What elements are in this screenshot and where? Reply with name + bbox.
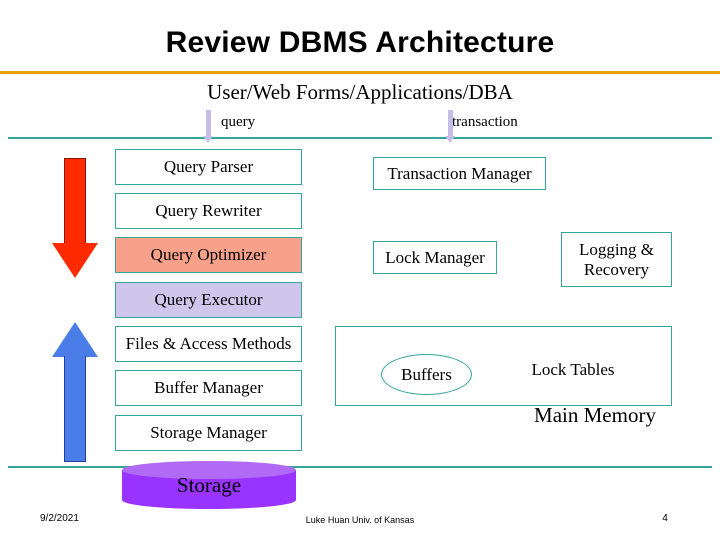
storage-cylinder: Storage — [122, 461, 296, 509]
query-path-down-arrow-icon — [52, 158, 98, 278]
query-flow-label: query — [221, 114, 256, 130]
box-transaction-manager: Transaction Manager — [373, 157, 546, 190]
query-down-arrow-icon — [203, 110, 214, 143]
storage-label: Storage — [176, 473, 242, 497]
box-query-rewriter: Query Rewriter — [115, 193, 302, 229]
user-layer-label: User/Web Forms/Applications/DBA — [207, 80, 513, 104]
main-memory-label: Main Memory — [534, 403, 656, 427]
footer-page-number: 4 — [662, 513, 668, 524]
ellipse-buffers: Buffers — [381, 354, 472, 395]
box-logging-recovery: Logging & Recovery — [561, 232, 672, 287]
main-memory-region — [335, 326, 672, 406]
footer-date: 9/2/2021 — [40, 513, 79, 524]
footer-attribution: Luke Huan Univ. of Kansas — [305, 515, 415, 525]
transaction-flow-label: transaction — [452, 114, 518, 130]
title-divider — [0, 71, 720, 74]
bottom-boundary-line — [8, 466, 712, 468]
storage-cylinder-top — [122, 461, 296, 479]
page-title: Review DBMS Architecture — [165, 26, 555, 59]
box-lock-manager: Lock Manager — [373, 241, 497, 274]
box-storage-manager: Storage Manager — [115, 415, 302, 451]
box-files-access-methods: Files & Access Methods — [115, 326, 302, 362]
transaction-down-arrow-icon — [445, 110, 456, 143]
result-path-up-arrow-icon — [52, 322, 98, 462]
box-query-executor: Query Executor — [115, 282, 302, 318]
box-query-optimizer: Query Optimizer — [115, 237, 302, 273]
box-query-parser: Query Parser — [115, 149, 302, 185]
top-boundary-line — [8, 137, 712, 139]
box-buffer-manager: Buffer Manager — [115, 370, 302, 406]
lock-tables-label: Lock Tables — [531, 360, 615, 379]
